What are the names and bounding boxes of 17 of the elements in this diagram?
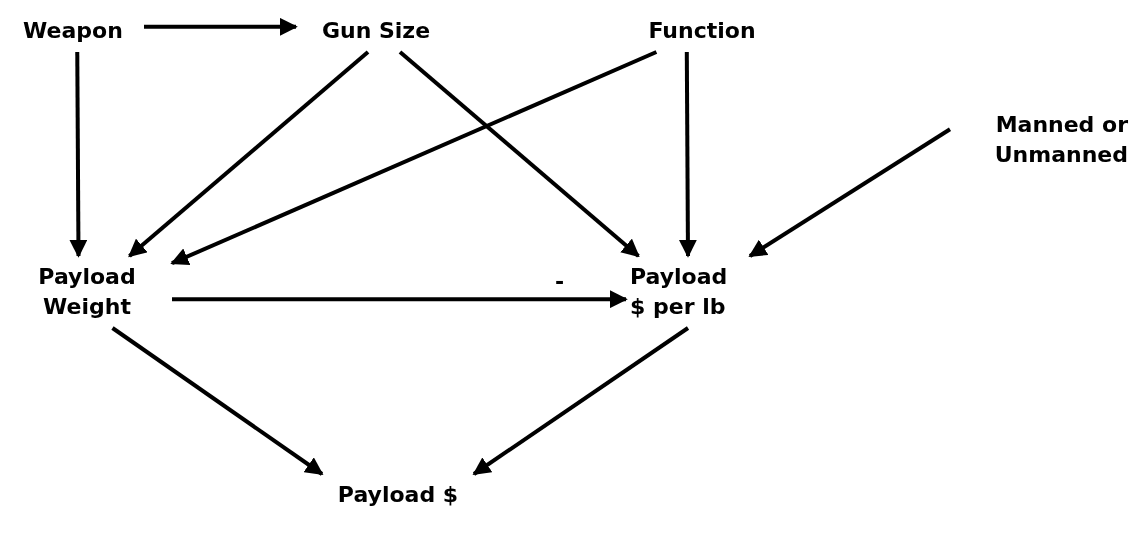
node-label: Payload $ [336, 481, 460, 509]
arrow [69, 52, 88, 258]
arrow [144, 17, 298, 36]
arrow [748, 127, 952, 258]
node-label: Manned or Unmanned [993, 111, 1128, 169]
arrow [172, 290, 628, 309]
node-label: Payload Weight [37, 263, 137, 321]
arrow [111, 326, 324, 476]
node-label: Gun Size [320, 17, 432, 45]
arrow [472, 326, 690, 476]
node-label: Weapon [22, 17, 124, 45]
arrow [170, 50, 658, 266]
arrow [398, 50, 640, 258]
node-label: Payload $ per lb [630, 263, 729, 321]
node-label: Function [647, 17, 757, 45]
arrow [678, 52, 697, 258]
arrow [128, 50, 370, 258]
